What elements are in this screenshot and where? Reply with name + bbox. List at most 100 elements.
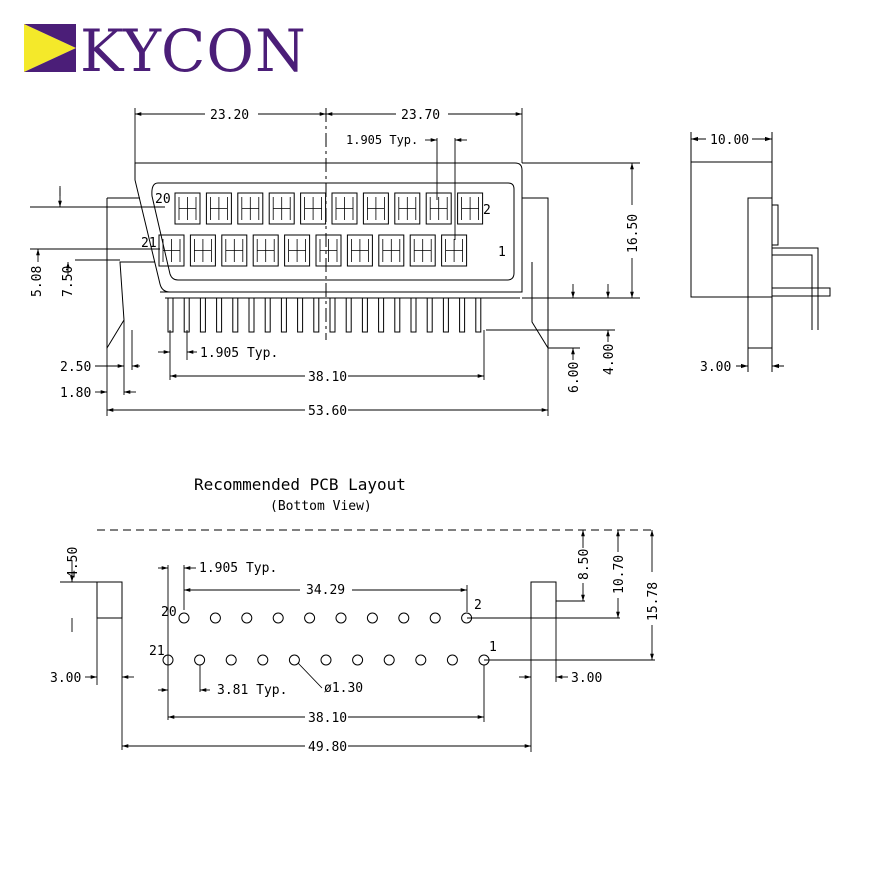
contact-bottom-2-detail xyxy=(194,239,212,262)
dim-16-50: 16.50 xyxy=(626,214,641,253)
contact-top-5-frame xyxy=(300,192,327,225)
contact-top-6-frame xyxy=(331,192,358,225)
dim-1-80: 1.80 xyxy=(60,386,91,401)
left-bracket xyxy=(106,197,155,350)
hole-bottom-10 xyxy=(446,654,458,666)
contact-top-9-detail xyxy=(429,197,448,220)
pin-lead-20 xyxy=(475,297,482,333)
hole-bottom-4 xyxy=(257,654,269,666)
front-pin-2-label: 2 xyxy=(483,203,491,218)
front-inner-shell xyxy=(151,182,515,281)
contact-bottom-9-frame xyxy=(409,234,436,267)
dim-3-00-side: 3.00 xyxy=(700,360,731,375)
contact-bottom-9 xyxy=(409,234,436,267)
contact-bottom-2 xyxy=(189,234,216,267)
pin-lead-4 xyxy=(216,297,223,333)
dim-3-00-left: 3.00 xyxy=(50,671,81,686)
hole-top-2 xyxy=(209,612,221,624)
pin-lead-7 xyxy=(264,297,271,333)
hole-top-5 xyxy=(304,612,316,624)
contact-top-4-detail xyxy=(272,197,291,220)
front-pins xyxy=(167,297,482,333)
hole-top-3 xyxy=(241,612,253,624)
pin-lead-2 xyxy=(183,297,190,333)
dim-10-00: 10.00 xyxy=(710,133,749,148)
front-pin-21-label: 21 xyxy=(141,236,157,251)
dim-38-10-front: 38.10 xyxy=(308,370,347,385)
dim-pitch-top: 1.905 Typ. xyxy=(346,133,418,147)
contact-top-5 xyxy=(300,192,327,225)
pin-lead-19 xyxy=(459,297,466,333)
contact-bottom-8 xyxy=(378,234,405,267)
contact-bottom-6-frame xyxy=(315,234,342,267)
dim-5-08: 5.08 xyxy=(30,266,45,297)
pcb-pin-21-label: 21 xyxy=(149,644,165,659)
pcb-pin-20-label: 20 xyxy=(161,605,177,620)
contact-bottom-1-detail xyxy=(162,239,181,262)
front-pin-20-label: 20 xyxy=(155,192,171,207)
contact-bottom-9-detail xyxy=(413,239,432,262)
contact-top-7-frame xyxy=(362,192,389,225)
contact-top-10 xyxy=(457,192,484,225)
mount-hole-right xyxy=(530,581,557,619)
pin-lead-14 xyxy=(378,297,385,333)
contact-top-1-frame xyxy=(174,192,201,225)
dim-pitch-pcb: 1.905 Typ. xyxy=(199,561,277,576)
dim-53-60: 53.60 xyxy=(308,404,347,419)
pcb-holes xyxy=(162,612,490,666)
front-dim-labels: 23.20 23.70 1.905 Typ. 16.50 5.08 7.50 2… xyxy=(30,108,641,419)
contact-bottom-5 xyxy=(284,234,311,267)
pin-lead-1 xyxy=(167,297,174,333)
contact-bottom-8-detail xyxy=(382,239,401,262)
contact-top-3-frame xyxy=(237,192,264,225)
hole-top-8 xyxy=(398,612,410,624)
contact-bottom-2-frame xyxy=(189,234,216,267)
dim-34-29: 34.29 xyxy=(306,583,345,598)
pcb-title: Recommended PCB Layout xyxy=(194,475,406,494)
pcb-dim-labels: 4.50 1.905 Typ. 34.29 8.50 10.70 15.78 3… xyxy=(50,547,661,755)
pcb-subtitle: (Bottom View) xyxy=(270,499,372,514)
side-leads xyxy=(772,247,831,330)
contact-bottom-4 xyxy=(252,234,279,267)
contact-bottom-5-frame xyxy=(284,234,311,267)
logo-wordmark: KYCON xyxy=(80,17,307,85)
contact-bottom-7-frame xyxy=(346,234,373,267)
hole-bottom-6 xyxy=(320,654,332,666)
contact-top-6 xyxy=(331,192,358,225)
logo-purple-top xyxy=(24,24,76,48)
dim-8-50: 8.50 xyxy=(577,549,592,580)
contact-top-9 xyxy=(425,192,452,225)
front-view xyxy=(106,108,549,350)
contact-bottom-1-frame xyxy=(158,234,185,267)
pcb-pin-2-label: 2 xyxy=(474,598,482,613)
pcb-dimensions xyxy=(60,530,655,752)
dim-15-78: 15.78 xyxy=(646,582,661,621)
hole-bottom-3 xyxy=(225,654,237,666)
dim-2-50: 2.50 xyxy=(60,360,91,375)
pin-lead-16 xyxy=(410,297,417,333)
contact-top-8-detail xyxy=(398,197,417,220)
contact-top-3-detail xyxy=(241,197,260,220)
dim-7-50: 7.50 xyxy=(61,266,76,297)
contact-bottom-1 xyxy=(158,234,185,267)
hole-top-7 xyxy=(366,612,378,624)
contact-top-4 xyxy=(268,192,295,225)
pin-lead-12 xyxy=(345,297,352,333)
hole-bottom-9 xyxy=(415,654,427,666)
side-view xyxy=(690,132,831,372)
hole-top-1 xyxy=(178,612,190,624)
hole-bottom-5 xyxy=(288,654,300,666)
pin-lead-18 xyxy=(442,297,449,333)
right-bracket xyxy=(522,197,549,350)
dim-38-10-pcb: 38.10 xyxy=(308,711,347,726)
pin-lead-5 xyxy=(232,297,239,333)
side-body xyxy=(690,161,773,298)
front-dimensions xyxy=(30,108,640,416)
pcb-pin-1-label: 1 xyxy=(489,640,497,655)
contact-top-7 xyxy=(362,192,389,225)
contact-bottom-3-frame xyxy=(221,234,248,267)
front-pin-1-label: 1 xyxy=(498,245,506,260)
pcb-outline xyxy=(96,529,655,619)
contact-bottom-3-detail xyxy=(225,239,244,262)
dim-6-00: 6.00 xyxy=(567,362,582,393)
